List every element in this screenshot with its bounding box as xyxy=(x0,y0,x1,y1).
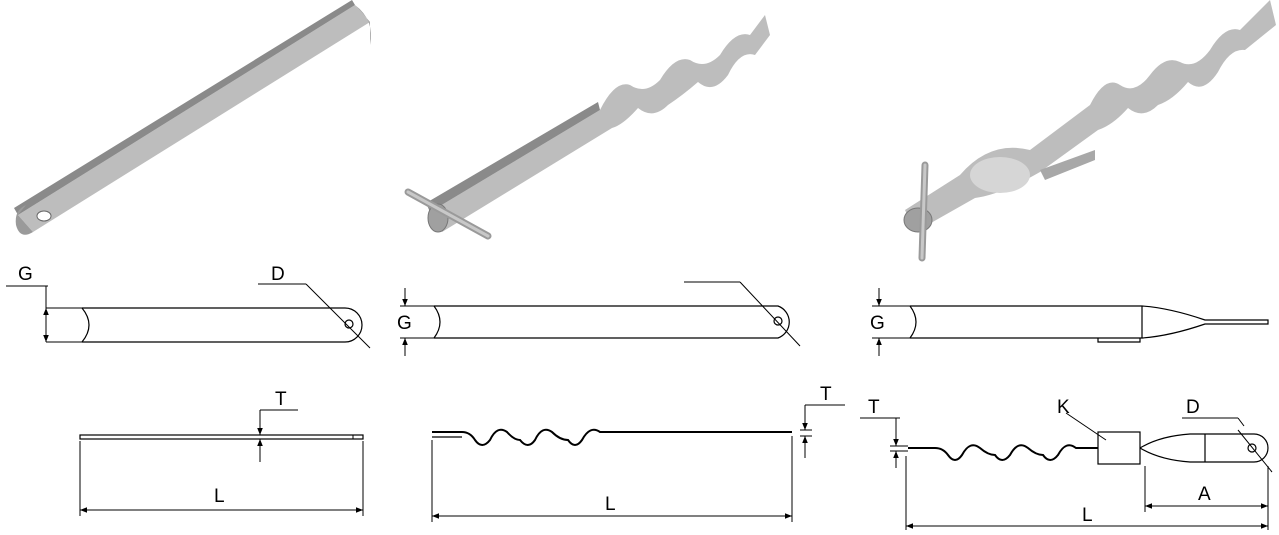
dim-label-g: G xyxy=(397,313,412,334)
iso-view-wave-strap-ferrule xyxy=(903,0,1276,262)
iso-view-wave-strap-pin xyxy=(404,15,770,240)
top-view-wave-strap-ferrule xyxy=(872,288,1269,356)
top-view-wave-strap xyxy=(400,281,801,356)
dim-label-t: T xyxy=(275,389,287,410)
dim-label-d: D xyxy=(271,264,285,285)
dim-label-l: L xyxy=(1082,505,1093,526)
dim-label-g: G xyxy=(18,264,33,285)
dim-label-l: L xyxy=(605,494,616,515)
dim-label-t: T xyxy=(868,397,880,418)
side-view-wave-strap xyxy=(431,404,845,522)
dim-label-a: A xyxy=(1198,484,1211,505)
side-view-flat-strap xyxy=(79,409,364,516)
iso-view-flat-strap xyxy=(14,0,371,235)
top-view-flat-strap xyxy=(6,283,371,349)
dim-label-t: T xyxy=(820,384,832,405)
side-view-wave-strap-ferrule xyxy=(860,412,1273,530)
dim-label-l: L xyxy=(214,486,225,507)
dim-label-d: D xyxy=(1186,397,1200,418)
dim-label-g: G xyxy=(870,313,885,334)
dim-label-k: K xyxy=(1057,397,1070,418)
